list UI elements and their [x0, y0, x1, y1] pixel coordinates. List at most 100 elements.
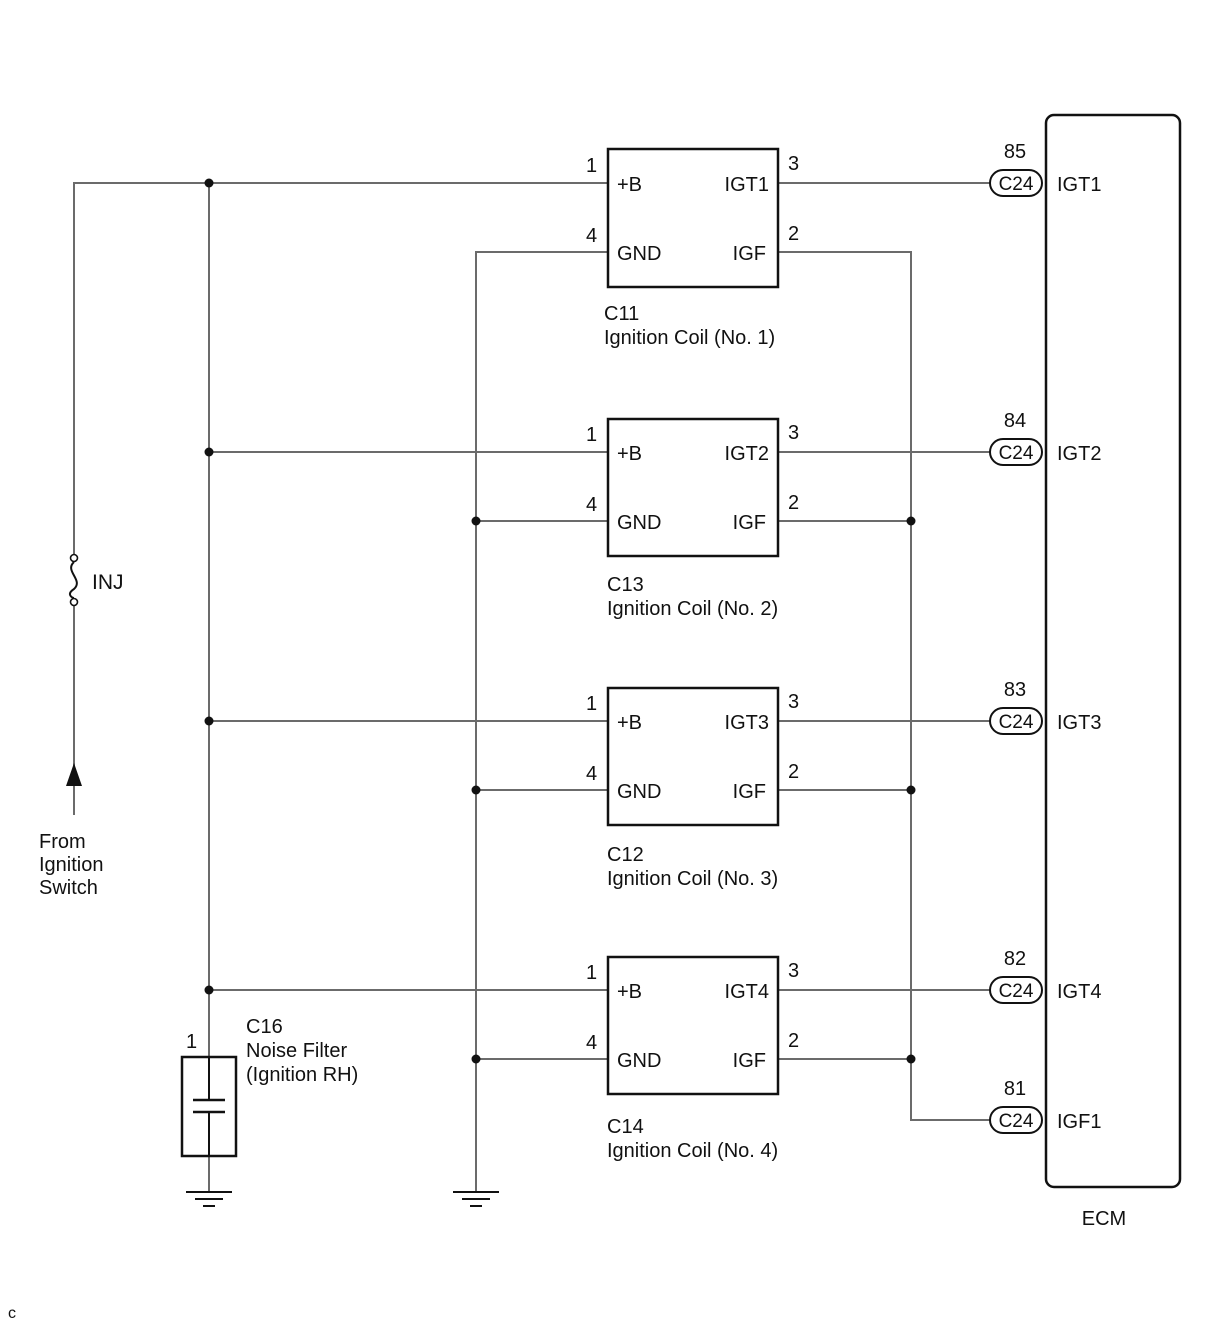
terminal-label: IGF	[733, 512, 766, 534]
pin-number: 2	[788, 223, 799, 245]
ecm-box	[1044, 113, 1182, 1189]
pin-number: 2	[788, 492, 799, 514]
terminal-label: IGF	[733, 1050, 766, 1072]
junction-dot	[471, 516, 481, 526]
coil-code: C13	[607, 574, 644, 596]
noise-filter-code: C16	[246, 1016, 283, 1038]
junction-dot	[906, 785, 916, 795]
terminal-label: GND	[617, 512, 661, 534]
coil-name: Ignition Coil (No. 3)	[607, 868, 778, 890]
coil-code: C12	[607, 844, 644, 866]
corner-mark: c	[8, 1305, 16, 1322]
noise-filter: 1 C16 Noise Filter (Ignition RH)	[180, 1016, 358, 1158]
pin-number: 3	[788, 691, 799, 713]
ground-icon	[186, 1191, 232, 1207]
terminal-label: IGT2	[725, 443, 769, 465]
ignition-coil-2: 1 4 3 2 +B GND IGT2 IGF C13 Ignition Coi…	[586, 417, 799, 620]
ecm-terminal-igt4: C24 82 IGT4	[989, 948, 1101, 1004]
ecm: ECM C24 85 IGT1 C24 84 IGT2 C24 83 IGT3 …	[989, 113, 1182, 1230]
ecm-signal: IGT1	[1057, 174, 1101, 196]
ignition-coil-box	[606, 955, 780, 1096]
coil-code: C14	[607, 1116, 644, 1138]
terminal-label: IGF	[733, 781, 766, 803]
ignition-coil-box	[606, 686, 780, 827]
noise-filter-pin: 1	[186, 1031, 197, 1053]
connector-label: C24	[999, 174, 1034, 195]
terminal-label: +B	[617, 981, 642, 1003]
ignition-coil-4: 1 4 3 2 +B GND IGT4 IGF C14 Ignition Coi…	[586, 955, 799, 1162]
junction-dot	[906, 1054, 916, 1064]
ignition-coil-3: 1 4 3 2 +B GND IGT3 IGF C12 Ignition Coi…	[586, 686, 799, 890]
pin-number: 3	[788, 153, 799, 175]
terminal-label: IGT3	[725, 712, 769, 734]
terminal-label: GND	[617, 781, 661, 803]
connector-label: C24	[999, 1111, 1034, 1132]
terminal-label: GND	[617, 243, 661, 265]
pin-number: 1	[586, 155, 597, 177]
junction-dot	[471, 785, 481, 795]
junction-dot	[204, 985, 214, 995]
ecm-pin-number: 85	[1004, 141, 1026, 163]
ecm-pin-number: 84	[1004, 410, 1026, 432]
ignition-coil-box	[606, 417, 780, 558]
terminal-label: +B	[617, 443, 642, 465]
coil-name: Ignition Coil (No. 1)	[604, 327, 775, 349]
source-label: From Ignition Switch	[39, 831, 109, 899]
terminal-label: GND	[617, 1050, 661, 1072]
wiring	[73, 182, 990, 1192]
noise-filter-name: Noise Filter (Ignition RH)	[246, 1040, 358, 1086]
ecm-pin-number: 82	[1004, 948, 1026, 970]
ecm-signal: IGF1	[1057, 1111, 1101, 1133]
terminal-label: +B	[617, 174, 642, 196]
terminal-label: IGT4	[725, 981, 769, 1003]
igf-bus	[778, 251, 990, 1121]
connector-label: C24	[999, 981, 1034, 1002]
connector-c24	[989, 438, 1043, 466]
pin-number: 4	[586, 1032, 597, 1054]
ecm-terminal-igt1: C24 85 IGT1	[989, 141, 1101, 197]
ecm-pin-number: 81	[1004, 1078, 1026, 1100]
ecm-pin-number: 83	[1004, 679, 1026, 701]
connector-c24	[989, 976, 1043, 1004]
fuse-label: INJ	[92, 571, 124, 594]
junction-dot	[204, 716, 214, 726]
coil-name: Ignition Coil (No. 2)	[607, 598, 778, 620]
junction-dot	[471, 1054, 481, 1064]
pin-number: 4	[586, 225, 597, 247]
coil-code: C11	[604, 303, 639, 325]
pin-number: 2	[788, 761, 799, 783]
terminal-label: +B	[617, 712, 642, 734]
ignition-coil-1: 1 4 3 2 +B GND IGT1 IGF C11 Ignition Coi…	[586, 147, 799, 349]
junction-dots	[204, 178, 916, 1064]
pin-number: 1	[586, 962, 597, 984]
connector-label: C24	[999, 712, 1034, 733]
ground-icon	[453, 1191, 499, 1207]
ecm-signal: IGT4	[1057, 981, 1101, 1003]
ecm-terminal-igf1: C24 81 IGF1	[989, 1078, 1101, 1134]
ecm-signal: IGT2	[1057, 443, 1101, 465]
arrow-up-icon	[66, 763, 82, 786]
terminal-label: IGT1	[725, 174, 769, 196]
connector-label: C24	[999, 443, 1034, 464]
pin-number: 1	[586, 424, 597, 446]
ecm-terminal-igt3: C24 83 IGT3	[989, 679, 1101, 735]
junction-dot	[906, 516, 916, 526]
fuse-inj: INJ	[66, 553, 124, 607]
terminal-label: IGF	[733, 243, 766, 265]
ignition-coil-box	[606, 147, 780, 289]
junction-dot	[204, 178, 214, 188]
pin-number: 4	[586, 763, 597, 785]
gnd-bus	[475, 251, 608, 1192]
pin-number: 4	[586, 494, 597, 516]
ecm-terminal-igt2: C24 84 IGT2	[989, 410, 1101, 466]
pin-number: 2	[788, 1030, 799, 1052]
ecm-signal: IGT3	[1057, 712, 1101, 734]
coil-name: Ignition Coil (No. 4)	[607, 1140, 778, 1162]
ecm-label: ECM	[1082, 1208, 1126, 1230]
connector-c24	[989, 169, 1043, 197]
connector-c24	[989, 707, 1043, 735]
pin-number: 3	[788, 960, 799, 982]
pin-number: 3	[788, 422, 799, 444]
pin-number: 1	[586, 693, 597, 715]
